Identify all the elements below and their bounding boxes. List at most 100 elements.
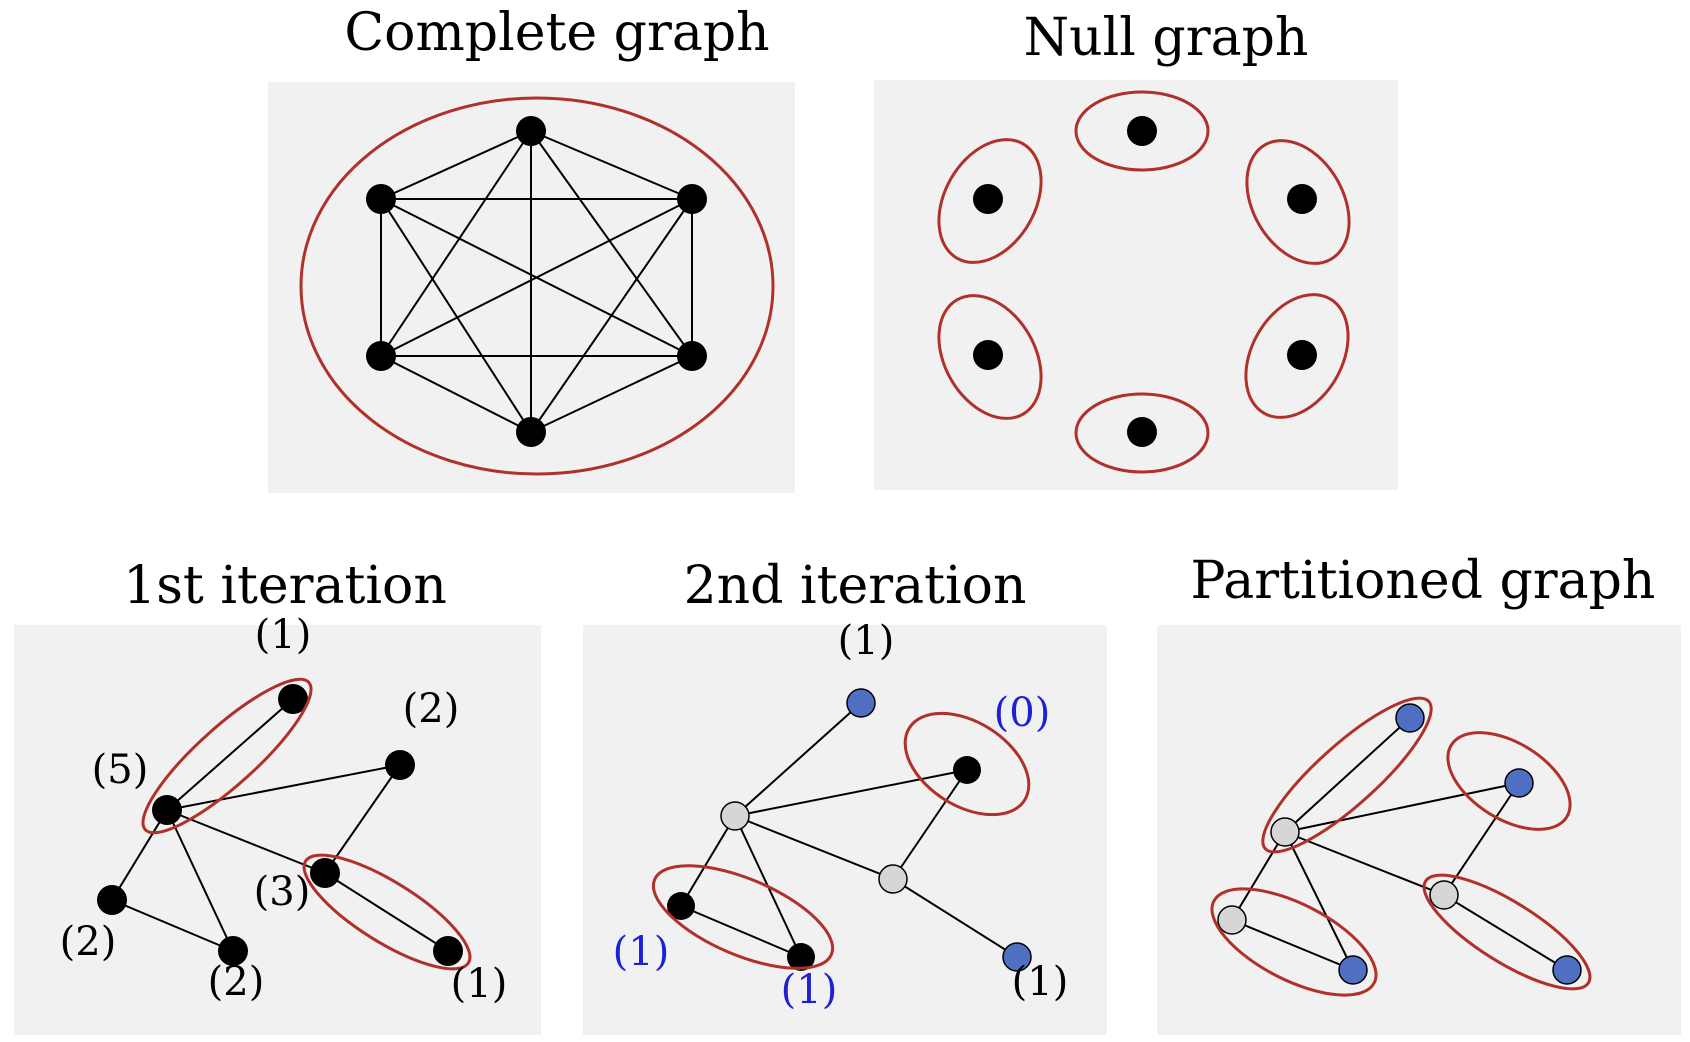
graph-node-black xyxy=(973,184,1003,214)
graph-edge xyxy=(111,899,234,952)
node-degree-label: (2) xyxy=(60,919,117,965)
graph-canvas xyxy=(1210,696,1592,997)
partition-ellipse xyxy=(141,677,313,835)
partition-ellipse xyxy=(1261,696,1433,854)
partition-ellipse xyxy=(1244,293,1350,419)
graph-node-black xyxy=(1127,116,1157,146)
graph-node-gray xyxy=(720,801,750,831)
node-degree-label: (2) xyxy=(208,959,265,1005)
graph-edge xyxy=(892,769,968,880)
graph-node-black xyxy=(973,340,1003,370)
partition-ellipse xyxy=(651,864,835,970)
graph-edge xyxy=(734,815,894,880)
graph-node-black xyxy=(953,756,981,784)
graph-canvas xyxy=(299,96,775,476)
graph-node-black xyxy=(152,795,182,825)
graph-edge xyxy=(1284,831,1354,971)
partition-ellipse xyxy=(1074,392,1210,474)
graph-edge xyxy=(530,130,693,357)
graph-edge xyxy=(1284,831,1445,896)
partition-ellipse xyxy=(299,96,775,476)
panel-complete-graph: Complete graph xyxy=(268,3,795,493)
panel-title: Null graph xyxy=(1024,8,1309,68)
graph-edge xyxy=(680,815,736,907)
panel-title: Complete graph xyxy=(344,3,769,63)
panel-null-graph: Null graph xyxy=(874,8,1398,490)
node-degree-label: (1) xyxy=(613,929,670,975)
graph-edge xyxy=(324,872,449,952)
graph-node-black xyxy=(310,858,340,888)
graph-node-black xyxy=(1127,417,1157,447)
graph-edge xyxy=(166,764,401,811)
node-degree-label: (1) xyxy=(255,612,312,658)
graph-node-black xyxy=(385,750,415,780)
panel-title: 1st iteration xyxy=(123,556,447,616)
graph-canvas xyxy=(937,90,1351,474)
graph-edge xyxy=(324,764,401,874)
panel-second-iteration: 2nd iteration (1)(0)(1)(1)(1) xyxy=(583,556,1107,1035)
panel-background xyxy=(1157,625,1681,1035)
graph-edge xyxy=(380,198,532,433)
graph-node-black xyxy=(516,116,546,146)
graph-edge xyxy=(1443,894,1568,971)
graph-edge xyxy=(530,198,693,433)
graph-edge xyxy=(1231,831,1286,921)
graph-edge xyxy=(166,809,234,952)
graph-node-black xyxy=(677,184,707,214)
graph-edge xyxy=(166,809,326,874)
partition-ellipse xyxy=(937,294,1043,420)
graph-edge xyxy=(380,130,532,200)
graph-edge xyxy=(1284,717,1411,833)
panel-title: Partitioned graph xyxy=(1191,551,1656,611)
graph-edge xyxy=(1284,782,1520,833)
graph-node-black xyxy=(97,885,127,915)
panel-title: 2nd iteration xyxy=(684,556,1027,616)
partition-ellipse xyxy=(1210,887,1378,997)
graph-edge xyxy=(380,130,532,357)
graph-node-black xyxy=(218,936,248,966)
graph-node-black xyxy=(667,892,695,920)
partition-ellipse xyxy=(1446,731,1572,831)
partition-ellipse xyxy=(302,853,472,971)
partition-ellipse xyxy=(1422,873,1592,991)
partition-ellipse xyxy=(1074,90,1210,172)
graph-edge xyxy=(734,769,968,817)
panel-background xyxy=(14,625,541,1035)
panel-first-iteration: 1st iteration (1)(2)(5)(3)(2)(2)(1) xyxy=(14,556,541,1035)
graph-edge xyxy=(734,702,862,817)
graph-node-black xyxy=(1287,184,1317,214)
panel-partitioned-graph: Partitioned graph xyxy=(1157,551,1681,1035)
graph-node-black xyxy=(278,684,308,714)
partition-ellipse xyxy=(937,138,1043,264)
graph-node-blue xyxy=(846,688,876,718)
graph-edge xyxy=(111,809,168,901)
graph-node-blue xyxy=(1552,955,1582,985)
graph-node-blue xyxy=(1338,955,1368,985)
graph-node-blue xyxy=(1395,703,1425,733)
node-degree-label: (2) xyxy=(403,686,460,732)
graph-edge xyxy=(380,198,693,357)
node-degree-label: (3) xyxy=(254,869,311,915)
graph-edge xyxy=(380,355,532,433)
graph-canvas: (1)(2)(5)(3)(2)(2)(1) xyxy=(60,612,508,1007)
graph-node-black xyxy=(366,184,396,214)
graph-node-blue xyxy=(1504,768,1534,798)
graph-edge xyxy=(530,130,693,200)
graph-edge xyxy=(166,698,294,811)
graph-node-black xyxy=(433,936,463,966)
graph-edge xyxy=(892,878,1018,958)
graph-node-black xyxy=(1287,340,1317,370)
graph-node-black xyxy=(366,341,396,371)
graph-node-gray xyxy=(1270,817,1300,847)
node-degree-label: (0) xyxy=(994,690,1051,736)
graph-node-blue xyxy=(1002,942,1032,972)
graph-edge xyxy=(1231,919,1354,971)
graph-node-black xyxy=(787,943,815,971)
node-degree-label: (1) xyxy=(838,618,895,664)
partition-ellipse xyxy=(903,711,1031,817)
node-degree-label: (1) xyxy=(781,967,838,1013)
graph-edge xyxy=(680,905,802,958)
graph-node-black xyxy=(677,341,707,371)
graph-node-gray xyxy=(1429,880,1459,910)
